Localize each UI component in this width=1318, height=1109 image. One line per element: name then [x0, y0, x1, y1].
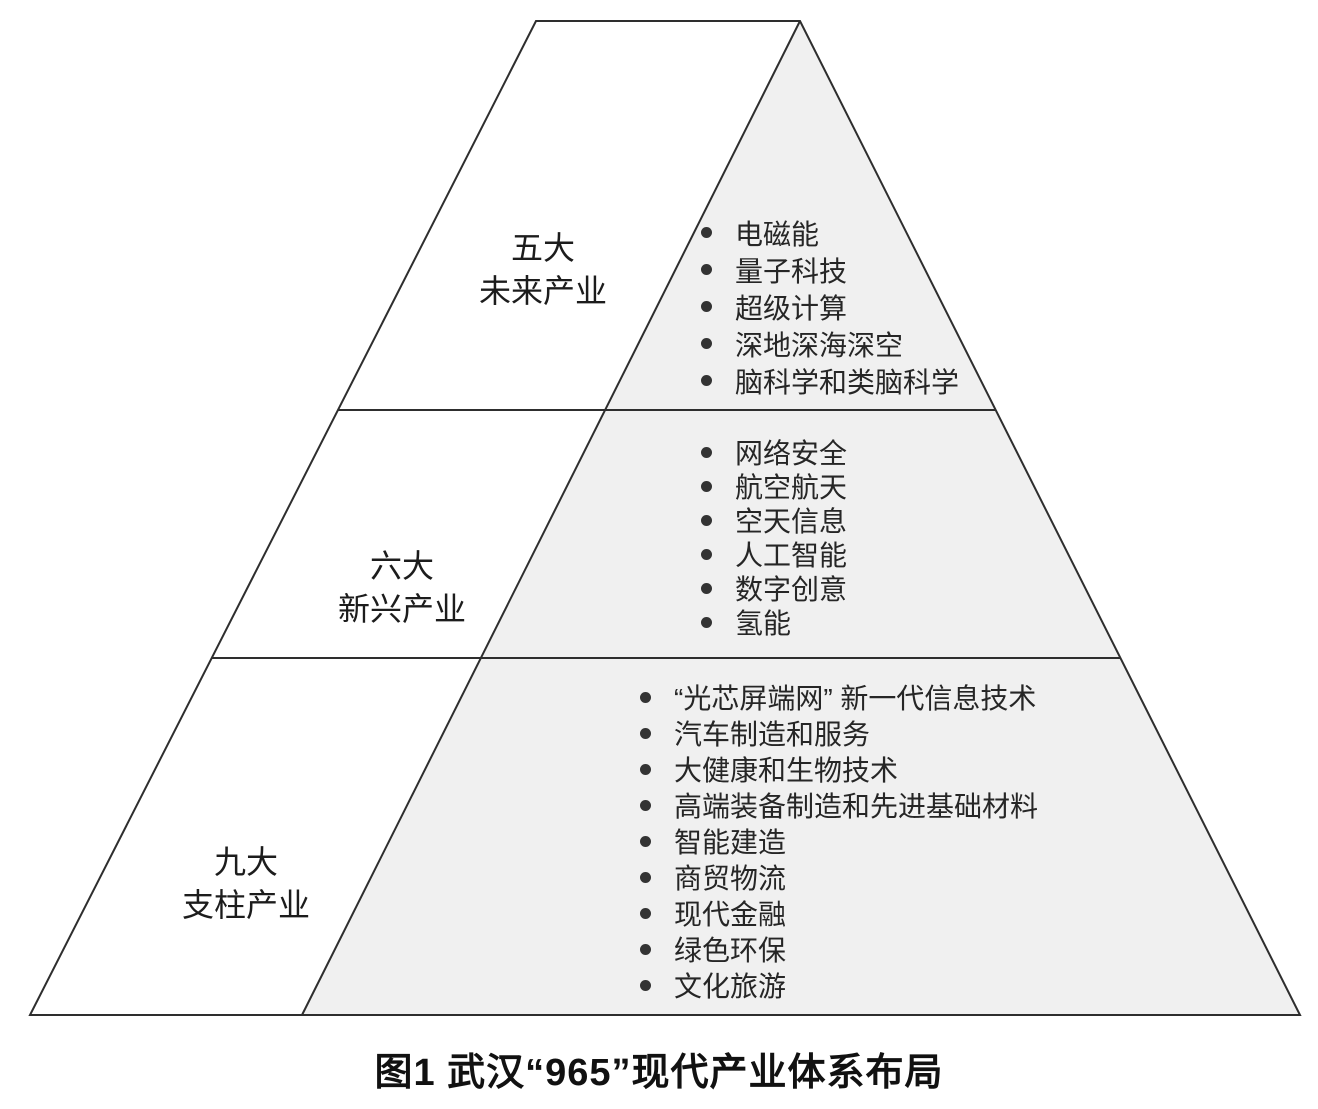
list-item-label: 人工智能: [735, 540, 848, 571]
bullet-icon: [640, 763, 651, 775]
figure-caption: 图1 武汉“965”现代产业体系布局: [374, 1052, 944, 1094]
list-item: 文化旅游: [640, 967, 1038, 1003]
bullet-icon: [701, 264, 712, 275]
tier2-label: 六大 新兴产业: [338, 545, 466, 631]
tier3-label: 九大 支柱产业: [182, 841, 310, 927]
list-item-label: 智能建造: [674, 827, 787, 858]
bullet-icon: [701, 582, 712, 594]
list-item: 现代金融: [640, 895, 1038, 931]
list-item-label: 空天信息: [735, 506, 848, 537]
pyramid-right-shaded-region: [302, 21, 1300, 1015]
list-item: 数字创意: [701, 571, 847, 605]
bullet-icon: [701, 338, 712, 349]
list-item-label: 高端装备制造和先进基础材料: [674, 791, 1039, 822]
tier3-label-line1: 九大: [213, 844, 279, 880]
list-item-label: 量子科技: [735, 255, 848, 287]
tier3-label-line2: 支柱产业: [181, 887, 311, 923]
bullet-icon: [701, 227, 712, 238]
tier1-label-line2: 未来产业: [478, 273, 608, 309]
bullet-icon: [640, 979, 651, 991]
list-item: 航空航天: [701, 469, 847, 503]
list-item: 网络安全: [701, 435, 847, 469]
list-item: 人工智能: [701, 537, 847, 571]
tier1-label-line1: 五大: [510, 230, 576, 266]
bullet-icon: [701, 548, 712, 560]
bullet-icon: [701, 514, 712, 526]
bullet-icon: [640, 907, 651, 919]
tier3-item-list: “光芯屏端网” 新一代信息技术 汽车制造和服务 大健康和生物技术 高端装备制造和…: [640, 679, 1038, 1003]
list-item-label: “光芯屏端网” 新一代信息技术: [674, 683, 1037, 714]
list-item-label: 商贸物流: [674, 863, 787, 894]
bullet-icon: [701, 616, 712, 628]
list-item: 大健康和生物技术: [640, 751, 1038, 787]
bullet-icon: [640, 943, 651, 955]
list-item-label: 航空航天: [735, 472, 848, 503]
list-item: “光芯屏端网” 新一代信息技术: [640, 679, 1038, 715]
tier2-item-list: 网络安全 航空航天 空天信息 人工智能 数字创意 氢能: [701, 435, 847, 639]
bullet-icon: [701, 480, 712, 492]
tier2-label-line1: 六大: [369, 548, 435, 584]
list-item-label: 文化旅游: [674, 971, 787, 1002]
bullet-icon: [640, 835, 651, 847]
list-item: 高端装备制造和先进基础材料: [640, 787, 1038, 823]
bullet-icon: [640, 871, 651, 883]
list-item-label: 大健康和生物技术: [674, 755, 899, 786]
list-item-label: 绿色环保: [674, 935, 787, 966]
list-item: 深地深海深空: [701, 325, 959, 362]
bullet-icon: [640, 799, 651, 811]
list-item: 氢能: [701, 605, 847, 639]
list-item-label: 电磁能: [735, 218, 820, 250]
pyramid-outline: [28, 20, 1302, 1016]
list-item: 绿色环保: [640, 931, 1038, 967]
list-item: 商贸物流: [640, 859, 1038, 895]
bullet-icon: [640, 691, 651, 703]
list-item-label: 汽车制造和服务: [674, 719, 871, 750]
list-item: 汽车制造和服务: [640, 715, 1038, 751]
tier1-item-list: 电磁能 量子科技 超级计算 深地深海深空 脑科学和类脑科学: [701, 214, 959, 399]
list-item: 空天信息: [701, 503, 847, 537]
list-item-label: 超级计算: [735, 292, 848, 324]
bullet-icon: [701, 301, 712, 312]
bullet-icon: [701, 446, 712, 458]
list-item-label: 现代金融: [674, 899, 787, 930]
list-item: 智能建造: [640, 823, 1038, 859]
bullet-icon: [640, 727, 651, 739]
list-item: 超级计算: [701, 288, 959, 325]
list-item-label: 深地深海深空: [735, 329, 904, 361]
tier1-label: 五大 未来产业: [479, 227, 607, 313]
list-item-label: 网络安全: [735, 438, 848, 469]
tier2-label-line2: 新兴产业: [337, 591, 467, 627]
list-item: 量子科技: [701, 251, 959, 288]
list-item: 电磁能: [701, 214, 959, 251]
list-item-label: 脑科学和类脑科学: [735, 366, 960, 398]
list-item-label: 数字创意: [735, 574, 848, 605]
list-item-label: 氢能: [735, 608, 792, 639]
bullet-icon: [701, 375, 712, 386]
label-list-divider-line: [301, 20, 801, 1016]
list-item: 脑科学和类脑科学: [701, 362, 959, 399]
